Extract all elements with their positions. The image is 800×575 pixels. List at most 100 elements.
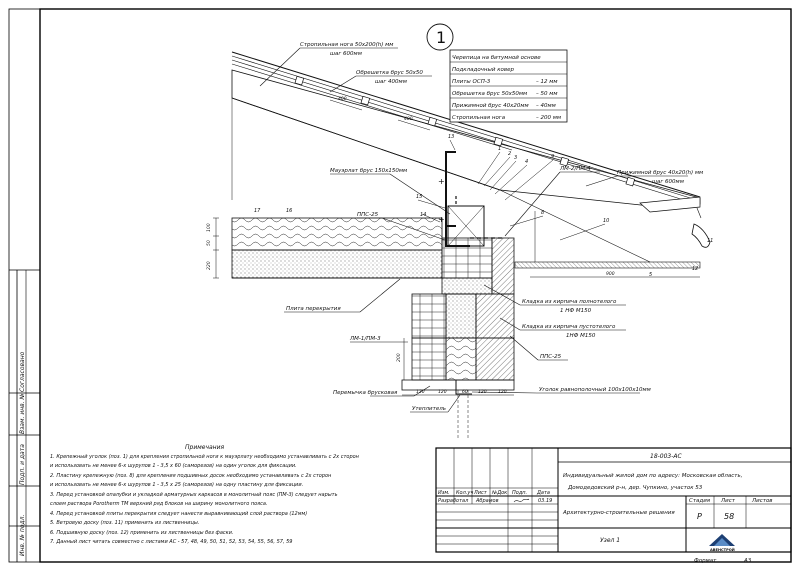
brick-hollow-label: Кладка из кирпича пустотелого (522, 324, 616, 330)
col-date: Дата (536, 490, 550, 496)
side-label-agreed: Согласовано (19, 351, 26, 392)
format-label: Формат (694, 558, 717, 564)
brick-hollow-grade: 1НФ М150 (566, 333, 596, 339)
layer-name: Стропильная нога (452, 115, 506, 121)
col-sign: Подп. (512, 490, 527, 496)
sheet-header: Лист (720, 498, 736, 504)
layer-name: Подкладочный ковер (452, 67, 515, 73)
dim-bottom: 120 (416, 389, 425, 395)
svg-text:+: + (438, 177, 445, 186)
clamp-bar-step: шаг 600мм (652, 179, 684, 185)
note-line: 2. Пластину крепежную (поз. 8) для крепл… (50, 473, 332, 479)
pos-number: 17 (254, 208, 261, 214)
rafter-step: шаг 600мм (330, 51, 362, 57)
pos-number: 9 (551, 154, 554, 160)
brick-full-grade: 1 НФ М150 (560, 308, 592, 314)
pos-number: 3 (514, 155, 517, 161)
dim-bottom: 120 (498, 389, 507, 395)
layer-value: – 50 мм (536, 91, 558, 97)
position-numbers: 1 2 3 4 5 8 9 10 11 12 13 14 15 16 17 (254, 134, 713, 278)
slab-label: Плита перекрытия (286, 306, 341, 312)
lintel-label: Перемычка брусковая (333, 390, 398, 396)
col-change: Изм. (438, 490, 450, 496)
lathing-label: Обрешетка брус 50х50 (356, 70, 423, 76)
drawing-name: Узел 1 (600, 537, 620, 544)
pps-top-label: ППС-25 (357, 212, 379, 218)
pos-number: 13 (448, 134, 454, 140)
pos-number: 1 (498, 146, 501, 152)
developer-name: Абрамов (475, 498, 499, 504)
sheet-value: 58 (724, 512, 734, 521)
note-line: слоем раствора Porotherm TM верхний ряд … (50, 501, 268, 507)
pos-number: 14 (420, 212, 426, 218)
dim-bottom: 120 (478, 389, 487, 395)
pos-number: 10 (603, 218, 609, 224)
layer-name: Черепица на битумной основе (452, 55, 541, 61)
node-marker: 1 (426, 23, 454, 51)
title-block (435, 447, 792, 553)
side-label-sign-date: Подп. и дата (19, 444, 26, 485)
object-line: Домодедовский р-н, дер. Чупкино, участок… (567, 485, 703, 491)
pos-number: 12 (692, 266, 698, 272)
insulation-label: Утеплитель (412, 406, 446, 412)
dim-400-a: 400 (338, 96, 347, 102)
dim-900: 900 (606, 271, 615, 277)
col-count: Кол.уч (456, 490, 473, 496)
doc-code: 18-003-АС (650, 453, 683, 460)
pos-number: 11 (707, 238, 713, 244)
note-line: 4. Перед установкой плиты перекрытия сле… (50, 511, 307, 517)
callouts (259, 47, 688, 413)
pos-number: 5 (649, 272, 652, 278)
stage-header: Стадия (689, 498, 711, 504)
lm-left-label: ЛМ-1/ПМ-3 (349, 336, 381, 342)
brick-full-label: Кладка из кирпича полнотелого (522, 299, 617, 305)
pos-number: 15 (416, 194, 422, 200)
callout-texts: Стропильная нога 50х200(h) мм шаг 600мм … (286, 42, 703, 412)
title-block-texts: 18-003-АС Индивидуальный жилой дом по ад… (438, 453, 773, 564)
layer-name: Прижимной брус 40х20мм (452, 103, 529, 109)
note-line: 3. Перед установкой опалубки и укладкой … (50, 492, 338, 498)
note-line: 5. Ветровую доску (поз. 11) применить из… (50, 520, 199, 526)
dim-bottom: 120 (438, 389, 447, 395)
note-line: 7. Данный лист читать совместно с листам… (50, 539, 293, 545)
col-doc: №Док (491, 490, 507, 496)
angle-label: Уголок равнополочный 100х100х10мм (539, 387, 651, 393)
sheet-frame (8, 8, 792, 563)
layer-value: – 200 мм (536, 115, 561, 121)
wall-section: + + (401, 151, 515, 440)
pos-number: 4 (525, 159, 528, 165)
note-line: 6. Подшивную доску (поз. 12) применить и… (50, 530, 234, 536)
pos-number: 16 (286, 208, 292, 214)
side-label-inventory: Инв. № подл. (19, 515, 26, 556)
layer-name: Плиты ОСП-3 (452, 79, 491, 85)
dim-400-b: 400 (404, 116, 413, 122)
lathing-step: шаг 400мм (375, 79, 407, 85)
section-name: Архитектурно-строительные решения (562, 510, 675, 516)
object-line: Индивидуальный жилой дом по адресу: Моск… (563, 473, 743, 479)
pos-number: 2 (508, 151, 511, 157)
clamp-bar-label: Прижимной брус 40х20(h) мм (617, 170, 703, 176)
node-number: 1 (436, 28, 446, 47)
company-logo: АВЕНСТРОЙ (709, 534, 735, 552)
ceiling-assembly (231, 217, 443, 279)
dim-100: 100 (206, 223, 212, 232)
col-sheet: Лист (473, 490, 488, 496)
stage-value: Р (697, 512, 702, 521)
pos-number: 8 (541, 210, 544, 216)
note-line: и использовать не менее 6-х шурупов 1 - … (50, 482, 303, 488)
sheets-header: Листов (751, 498, 773, 504)
layer-value: – 12 мм (536, 79, 558, 85)
svg-text:+: + (438, 215, 445, 224)
dim-200: 200 (396, 353, 402, 362)
side-stamp: Согласовано Взам. инв. № Подп. и дата Ин… (9, 269, 40, 562)
company-name: АВЕНСТРОЙ (710, 547, 735, 552)
signature (513, 498, 530, 503)
lm-right-label: ЛМ-2/ПМ-4 (559, 166, 591, 172)
notes: Примечания 1. Крепежный уголок (поз. 1) … (50, 444, 360, 545)
roof-layers-table: Черепица на битумной основе Подкладочный… (449, 49, 568, 123)
format-value: А3 (743, 558, 752, 564)
pps-bottom-label: ППС-25 (540, 354, 562, 360)
layer-value: – 40мм (536, 103, 556, 109)
